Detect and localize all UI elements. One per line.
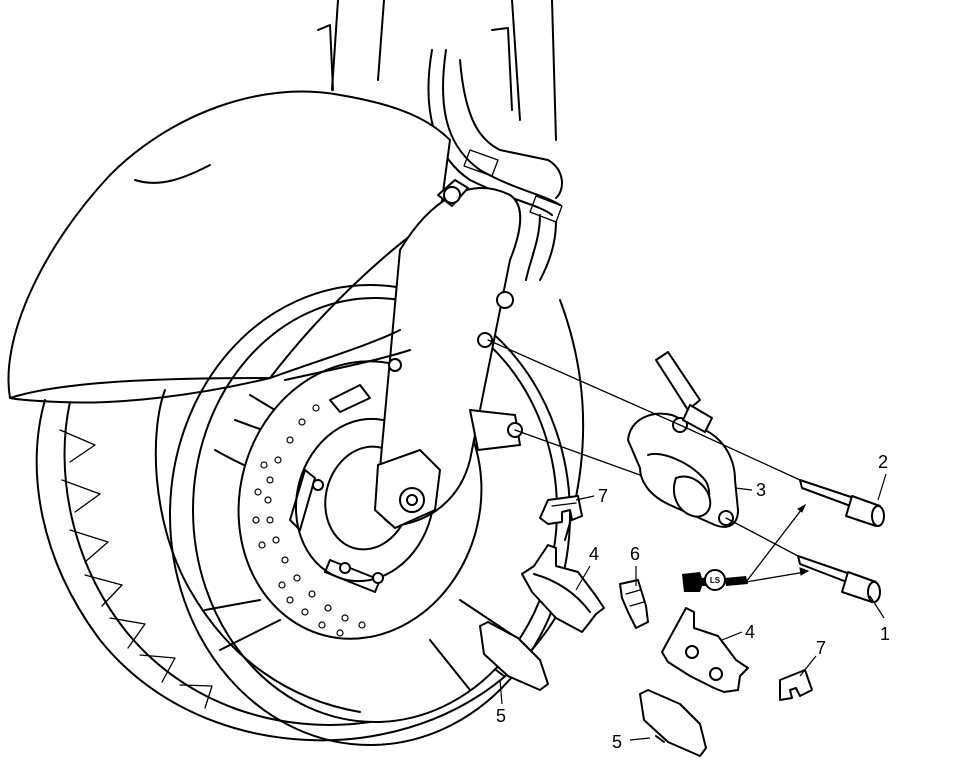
pad-shim-right [639, 689, 707, 757]
disc-holes [252, 404, 366, 637]
lubricant-label: LS [710, 576, 721, 585]
brake-caliper [627, 351, 739, 528]
callout-6: 6 [630, 544, 640, 564]
fork-leg [269, 179, 523, 529]
pad-shim-left [479, 621, 549, 691]
fork-tubes [317, 0, 557, 141]
callout-numbers: 1 2 3 4 4 5 5 6 7 7 [496, 452, 890, 752]
caliper-bolt-lower [797, 555, 881, 603]
callout-5-left: 5 [496, 706, 506, 726]
callout-leaders [499, 473, 887, 741]
callout-4-upper: 4 [589, 544, 599, 564]
pad-support [619, 579, 649, 629]
front-tire [35, 299, 585, 742]
callout-7-upper: 7 [598, 486, 608, 506]
brake-hose [427, 49, 563, 281]
pad-spring-lower [779, 669, 813, 701]
pad-spring-upper [539, 495, 583, 525]
brake-pad-upper [521, 544, 605, 633]
front-fender [7, 90, 451, 404]
callout-2: 2 [878, 452, 888, 472]
alignment-lines [487, 339, 801, 557]
brake-pad-lower [661, 607, 749, 693]
lubricant-symbol: LS [682, 503, 810, 592]
callout-4-lower: 4 [745, 622, 755, 642]
callout-3: 3 [756, 480, 766, 500]
callout-1: 1 [880, 624, 890, 644]
callout-5-right: 5 [612, 732, 622, 752]
callout-7-lower: 7 [816, 638, 826, 658]
caliper-bolt-upper [799, 479, 885, 527]
